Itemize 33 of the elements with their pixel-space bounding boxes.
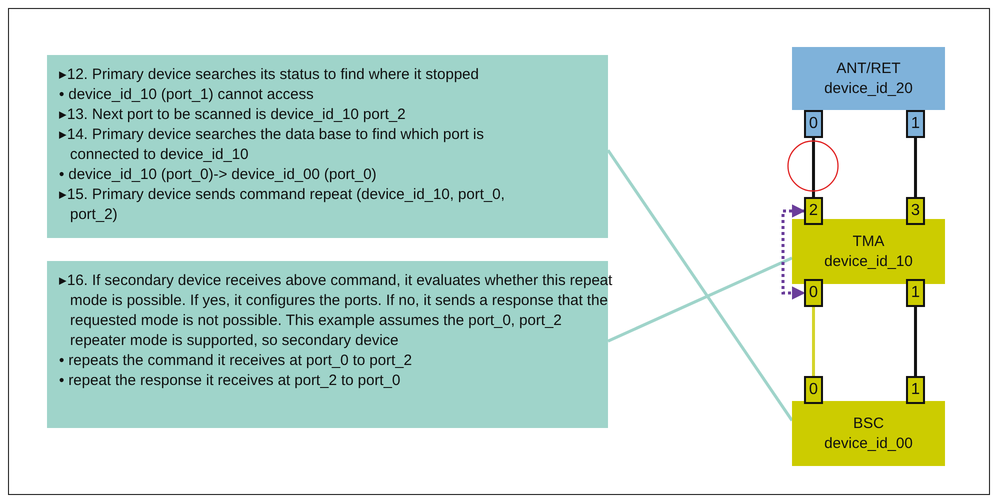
device-label: TMA xyxy=(852,232,884,252)
callout-box xyxy=(47,55,608,238)
callout-text: • device_id_10 (port_1) cannot access xyxy=(59,85,315,105)
connector-line xyxy=(914,307,917,376)
port-box: 0 xyxy=(804,376,823,404)
leader-line xyxy=(606,149,794,422)
port-box: 1 xyxy=(906,110,925,138)
port-box: 1 xyxy=(906,279,925,307)
device-box xyxy=(792,47,945,110)
device-label: device_id_10 xyxy=(824,252,913,272)
double-arrow xyxy=(782,204,806,300)
callout-text: • repeat the response it receives at port_2 to port_0 xyxy=(59,371,402,391)
device-label: BSC xyxy=(853,414,884,434)
callout-text: • repeats the command it receives at port_0 to port_2 xyxy=(59,351,413,371)
callout-text: • device_id_10 (port_0)-> device_id_00 (port_0) xyxy=(59,165,378,185)
connector-line xyxy=(914,138,917,197)
port-box: 2 xyxy=(804,197,823,225)
port-box: 0 xyxy=(804,110,823,138)
callout-text: ▸16. If secondary device receives above command, it evaluates whether this repeat mode is possible. If yes, it configures the ports. If no, it sends a response that the requested mode is not possible. This example assumes the port_0, port_2 repeater mode is supported, so secondary device xyxy=(59,271,614,351)
device-label: device_id_00 xyxy=(824,434,913,454)
callout-text: ▸12. Primary device searches its status to find where it stopped xyxy=(59,65,480,85)
port-box: 0 xyxy=(804,279,823,307)
callout-text: ▸13. Next port to be scanned is device_id_10 port_2 xyxy=(59,105,407,125)
port-box: 1 xyxy=(906,376,925,404)
device-label: ANT/RET xyxy=(836,58,901,78)
device-box xyxy=(792,401,945,466)
port-box: 3 xyxy=(906,197,925,225)
callout-text: ▸14. Primary device searches the data base to find which port is connected to device_id_10 xyxy=(59,125,485,165)
callout-text: ▸15. Primary device sends command repeat (device_id_10, port_0, port_2) xyxy=(59,185,506,225)
device-box xyxy=(792,219,945,284)
leader-line xyxy=(607,256,793,343)
connector-line xyxy=(812,307,815,376)
device-label: device_id_20 xyxy=(824,78,913,98)
